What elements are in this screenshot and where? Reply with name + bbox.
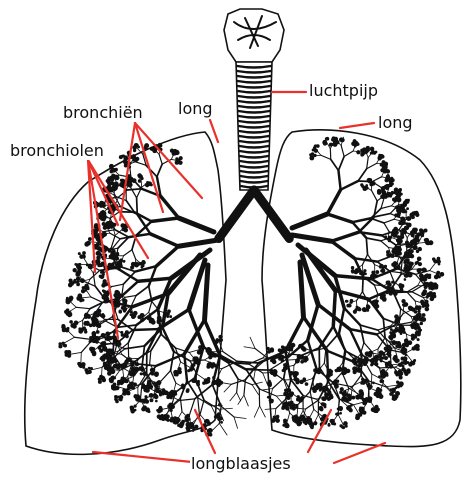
label-lung-right: long: [377, 114, 414, 132]
label-lung-left: long: [177, 100, 214, 118]
larynx: [224, 9, 284, 62]
label-bronchi: bronchiën: [62, 104, 144, 122]
leader-lung-left: [210, 120, 218, 142]
trachea: [236, 62, 272, 190]
label-bronchioles: bronchiolen: [9, 142, 105, 160]
leader-alveoli-1: [93, 452, 192, 462]
leader-lung-right: [340, 123, 374, 128]
leader-alveoli-4: [334, 443, 385, 463]
label-trachea: luchtpijp: [308, 82, 379, 100]
label-alveoli: longblaasjes: [190, 455, 292, 473]
